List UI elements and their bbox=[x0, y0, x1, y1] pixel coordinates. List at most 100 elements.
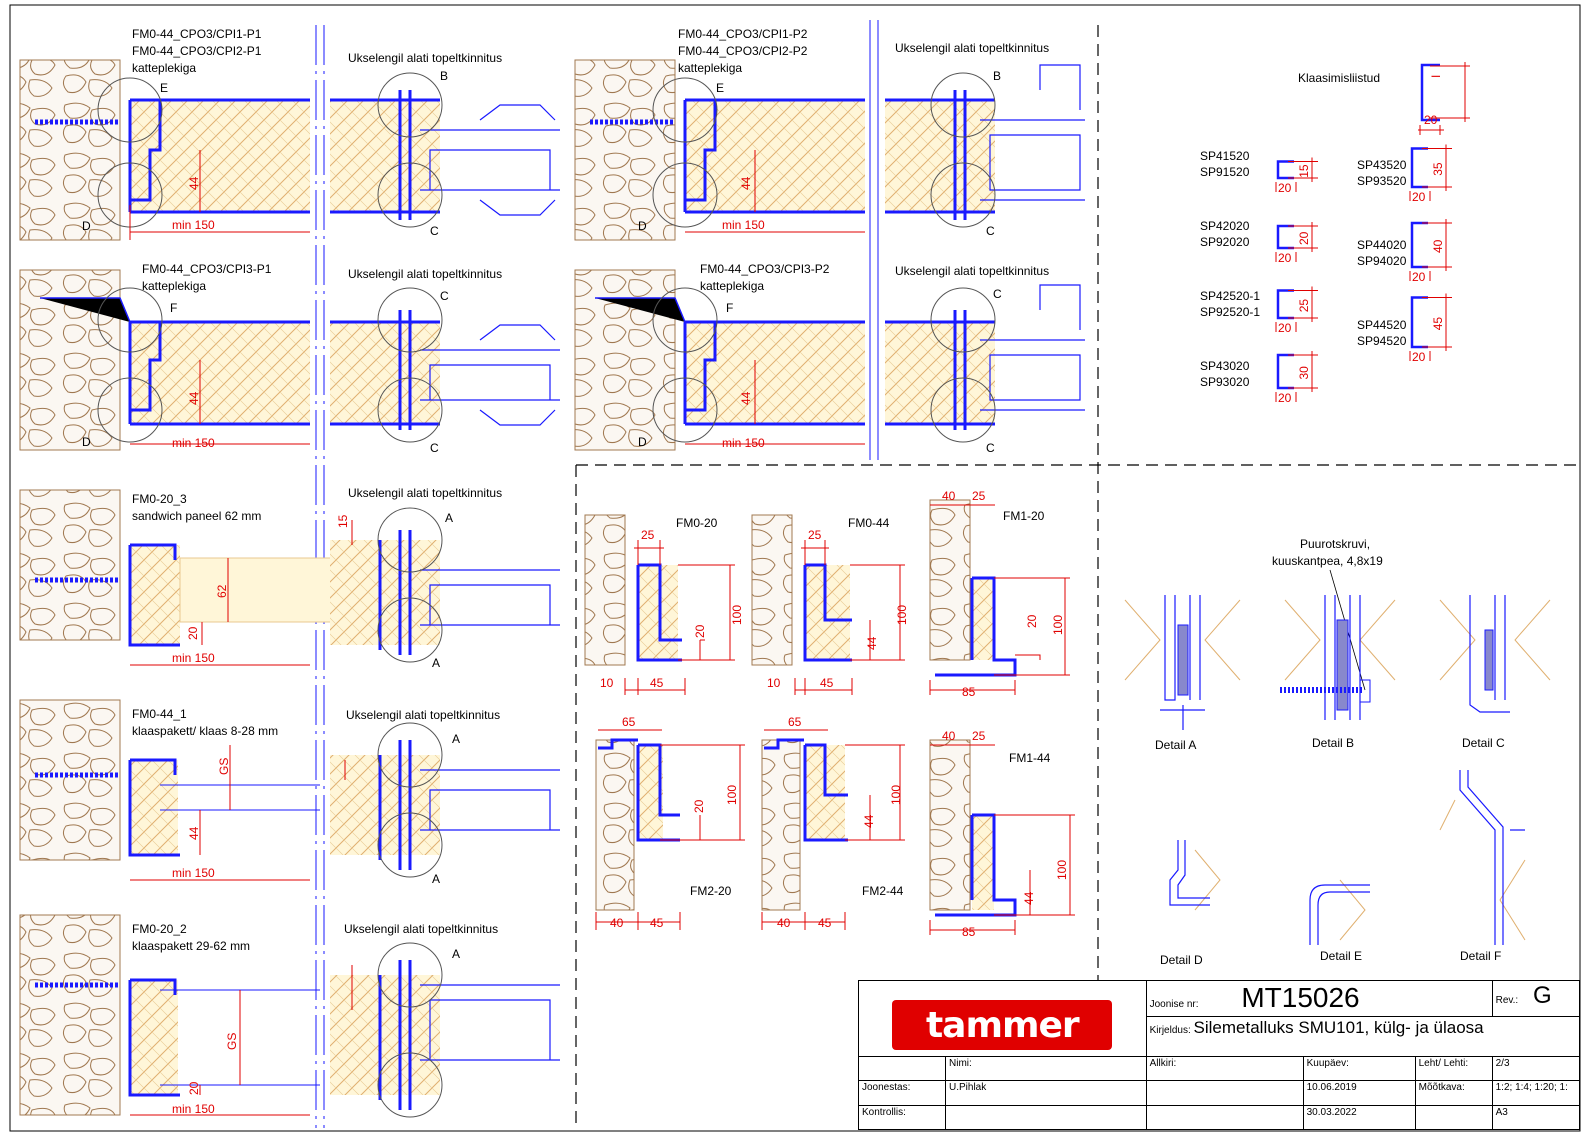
p2-min-dim: min 150 bbox=[722, 218, 765, 232]
p1-label-d: D bbox=[82, 219, 91, 233]
sheet-border bbox=[9, 4, 1581, 1132]
p1-label-e: E bbox=[160, 81, 168, 95]
profile-fm2-20 bbox=[595, 729, 745, 930]
p1-label-b: B bbox=[440, 69, 448, 83]
fm1-20-d20: 20 bbox=[1025, 614, 1039, 628]
p6-door-note: Ukselengil alati topeltkinnitus bbox=[346, 708, 500, 722]
revision-value: G bbox=[1533, 982, 1552, 1009]
glazing-height: 45 bbox=[1431, 317, 1445, 331]
fm2-20-d45: 45 bbox=[650, 916, 664, 930]
p2-label-e: E bbox=[716, 81, 724, 95]
fm2-44-d100: 100 bbox=[889, 785, 903, 805]
p5-title-1: FM0-20_3 bbox=[132, 492, 187, 506]
profile-fm0-44 bbox=[751, 514, 905, 695]
glazing-width: 20 bbox=[1278, 251, 1292, 265]
title-block: tammer Joonise nr: MT15026 Rev.: G Kirje… bbox=[858, 980, 1581, 1131]
p7-door-note: Ukselengil alati topeltkinnitus bbox=[344, 922, 498, 936]
detail-e-label: Detail E bbox=[1320, 949, 1362, 963]
p5-dim-15: 15 bbox=[336, 514, 350, 528]
detail-d-label: Detail D bbox=[1160, 953, 1203, 967]
glazing-profile-shape bbox=[1276, 289, 1294, 320]
description-cell: Kirjeldus: Silemetalluks SMU101, külg- j… bbox=[1145, 1016, 1581, 1057]
glazing-code: SP41520 bbox=[1200, 149, 1250, 163]
section-p3 bbox=[19, 269, 560, 451]
fm0-20-d10: 10 bbox=[600, 676, 614, 690]
p3-label-f: F bbox=[170, 301, 177, 315]
sheet-label: Leht/ Lehti: bbox=[1414, 1055, 1493, 1082]
glazing-dim-lines bbox=[1275, 286, 1318, 332]
glazing-height: 20 bbox=[1297, 231, 1311, 245]
section-p7 bbox=[19, 914, 560, 1118]
profile-fm0-44-name: FM0-44 bbox=[848, 516, 890, 530]
glazing-code: SP44020 bbox=[1357, 238, 1407, 252]
section-p1 bbox=[19, 59, 560, 241]
p1-title-2: FM0-44_CPO3/CPI2-P1 bbox=[132, 44, 262, 58]
drawn-date: 10.06.2019 bbox=[1302, 1080, 1416, 1106]
fm1-20-d25: 25 bbox=[972, 489, 986, 503]
glazing-code: SP43020 bbox=[1200, 359, 1250, 373]
p1-dim-44: 44 bbox=[187, 176, 201, 190]
glazing-width: 20 bbox=[1412, 350, 1426, 364]
fm0-44-d100: 100 bbox=[895, 605, 909, 625]
p7-min-dim: min 150 bbox=[172, 1102, 215, 1116]
p3-title-1: FM0-44_CPO3/CPI3-P1 bbox=[142, 262, 272, 276]
fm2-44-d44: 44 bbox=[862, 814, 876, 828]
p5-title-2: sandwich paneel 62 mm bbox=[132, 509, 261, 523]
glazing-code: SP94020 bbox=[1357, 254, 1407, 268]
detail-b-drawing bbox=[1280, 595, 1396, 720]
profile-fm2-44-name: FM2-44 bbox=[862, 884, 904, 898]
date-header: Kuupäev: bbox=[1302, 1055, 1416, 1082]
fm0-44-d44: 44 bbox=[865, 636, 879, 650]
p6-label-a: A bbox=[432, 872, 440, 886]
p3-label-c: C bbox=[430, 441, 439, 455]
glazing-height: 15 bbox=[1297, 164, 1311, 178]
signature-header: Allkiri: bbox=[1145, 1055, 1304, 1082]
glazing-width: 20 bbox=[1278, 181, 1292, 195]
glazing-bead-top bbox=[1418, 62, 1470, 135]
profile-fm2-20-name: FM2-20 bbox=[690, 884, 732, 898]
fm1-44-d44: 44 bbox=[1022, 891, 1036, 905]
glazing-dim-lines bbox=[1409, 219, 1452, 281]
description-value: Silemetalluks SMU101, külg- ja ülaosa bbox=[1193, 1018, 1484, 1037]
p1-title-3: katteplekiga bbox=[132, 61, 196, 75]
p4-label-c: C bbox=[986, 441, 995, 455]
profile-fm1-20 bbox=[929, 499, 1070, 695]
glazing-code: SP44520 bbox=[1357, 318, 1407, 332]
p1-label-c: C bbox=[430, 224, 439, 238]
p2-title-1: FM0-44_CPO3/CPI1-P2 bbox=[678, 27, 808, 41]
glazing-height: 30 bbox=[1297, 366, 1311, 380]
p2-door-note: Ukselengil alati topeltkinnitus bbox=[895, 41, 1049, 55]
glazing-dim-lines bbox=[1275, 157, 1318, 192]
fm1-44-d100: 100 bbox=[1055, 860, 1069, 880]
p6-title-1: FM0-44_1 bbox=[132, 707, 187, 721]
p7-title-2: klaaspakett 29-62 mm bbox=[132, 939, 250, 953]
p7-title-1: FM0-20_2 bbox=[132, 922, 187, 936]
detail-c-drawing bbox=[1439, 595, 1551, 713]
p3-min-dim: min 150 bbox=[172, 436, 215, 450]
fm1-20-d40: 40 bbox=[942, 489, 956, 503]
logo-cell: tammer bbox=[858, 980, 1147, 1057]
screw-note-1: Puurotskruvi, bbox=[1300, 537, 1370, 551]
drawn-by-label: Joonestas: bbox=[858, 1080, 946, 1106]
p6-dim-44: 44 bbox=[187, 826, 201, 840]
revision-label: Rev.: bbox=[1495, 995, 1519, 1006]
p2-label-d: D bbox=[638, 219, 647, 233]
fm1-44-d25: 25 bbox=[972, 729, 986, 743]
detail-a-label: Detail A bbox=[1155, 738, 1196, 752]
p4-label-d: D bbox=[638, 435, 647, 449]
p3-title-2: katteplekiga bbox=[142, 279, 206, 293]
profile-fm1-20-name: FM1-20 bbox=[1003, 509, 1045, 523]
fm0-20-d45: 45 bbox=[650, 676, 664, 690]
p3-dim-44: 44 bbox=[187, 391, 201, 405]
p2-title-3: katteplekiga bbox=[678, 61, 742, 75]
fm1-44-d85: 85 bbox=[962, 925, 976, 939]
p4-label-f: F bbox=[726, 301, 733, 315]
p2-label-c: C bbox=[986, 224, 995, 238]
fm0-20-d100: 100 bbox=[730, 605, 744, 625]
glazing-code: SP93020 bbox=[1200, 375, 1250, 389]
detail-b-label: Detail B bbox=[1312, 736, 1354, 750]
detail-a-drawing bbox=[1124, 595, 1241, 730]
glazing-top-h: I bbox=[1429, 75, 1443, 78]
fm2-44-d45: 45 bbox=[818, 916, 832, 930]
